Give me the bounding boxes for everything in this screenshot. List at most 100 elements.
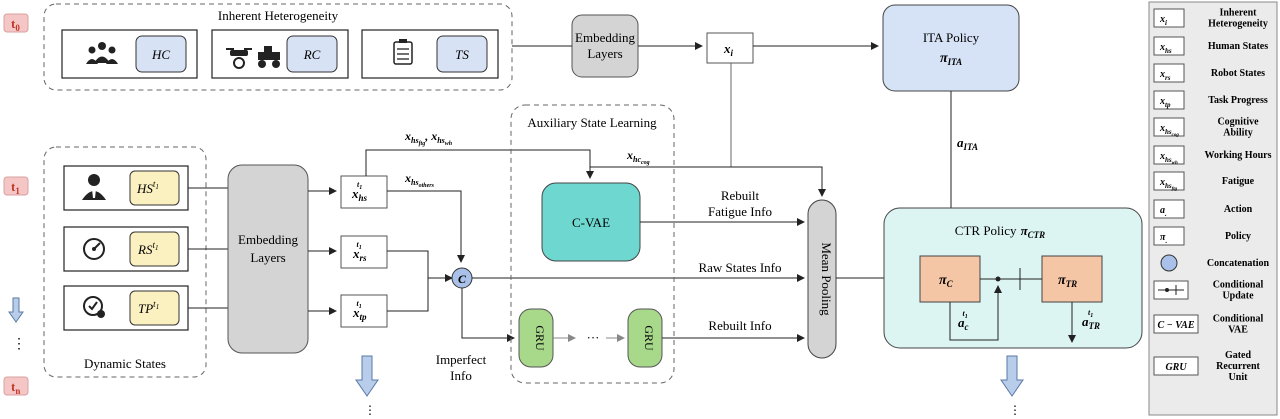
legend-symbol-text: xhscog [1159, 123, 1179, 138]
legend-item: π.Policy [1153, 226, 1251, 246]
rs-box [129, 231, 180, 267]
gru-label-2: GRU [642, 325, 656, 351]
imperfect-l1: Imperfect [436, 352, 487, 367]
rebuilt-fatigue-l1: Rebuilt [721, 188, 760, 203]
a-tr-label: aTRt1 [1082, 308, 1100, 331]
right-down-arrow [1000, 355, 1024, 397]
legend-text: Fatigue [1222, 176, 1255, 187]
legend-symbol-text: xhs [1159, 42, 1172, 55]
xhs-box [340, 175, 388, 209]
raw-states-label: Raw States Info [698, 260, 781, 275]
gauge-icon [83, 238, 105, 260]
legend-text: Policy [1225, 231, 1251, 242]
legend-text: Gated [1225, 350, 1252, 361]
gru-ellipsis: ··· [587, 330, 600, 345]
legend-text: Inherent [1219, 8, 1257, 19]
legend-symbol-text: a. [1160, 205, 1167, 218]
hc-box [135, 35, 187, 73]
ita-policy-box [882, 4, 1020, 92]
checklist-icon [393, 39, 413, 65]
legend-text: Ability [1223, 128, 1252, 139]
legend-symbol-box [1153, 145, 1185, 165]
legend-symbol-box [1153, 36, 1185, 56]
tp-label: TPt1 [138, 299, 159, 316]
time-tag-t1-text: t1 [11, 179, 20, 196]
legend-symbol-text: xrs [1159, 69, 1171, 82]
robot-vehicle-icon [258, 46, 280, 68]
hs-others-label: xhsothers [404, 171, 435, 189]
embedding-top-l2: Layers [587, 46, 622, 61]
legend-symbol-text: xi [1159, 14, 1167, 27]
edge-xhs-concat [387, 190, 465, 263]
rs-label: RSt1 [137, 240, 158, 257]
legend-text: Update [1222, 291, 1254, 302]
inherent-group [43, 3, 513, 91]
ita-action-label: aITA [957, 135, 978, 152]
ftg-wh-label: xhsftg,xhswh [404, 129, 453, 147]
ita-title: ITA Policy [923, 30, 980, 45]
legend-symbol-text: xtp [1159, 96, 1171, 109]
legend-text: Heterogeneity [1208, 19, 1268, 30]
person-icon [82, 174, 106, 200]
time-tag-t1: t1 [3, 176, 29, 196]
legend-symbol-box [1153, 63, 1185, 83]
tp-box [129, 290, 180, 326]
mid-dots: ⋮ [364, 403, 376, 417]
hs-box [129, 170, 180, 206]
legend-symbol-box [1153, 8, 1185, 28]
dynamic-title: Dynamic States [84, 356, 166, 371]
edge-xrs-concat [387, 250, 453, 282]
xtp-label: xtpt1 [352, 299, 367, 322]
legend-item: a.Action [1153, 199, 1253, 219]
xhs-label: xhst1 [351, 180, 368, 203]
ts-label: TS [455, 47, 469, 62]
legend-text: Human States [1208, 41, 1268, 52]
left-down-arrow [8, 297, 24, 323]
a-c-label: act1 [958, 309, 969, 332]
hc-cog-label: xhccog [626, 148, 650, 166]
dynamic-group [43, 146, 207, 378]
ita-pi: πITA [940, 51, 962, 67]
edge-concat-gru [461, 288, 515, 342]
legend-symbol-box [1153, 199, 1185, 219]
right-dots: ⋮ [1009, 403, 1021, 417]
mean-pooling-box [807, 199, 837, 359]
edge-ac-feedback [949, 285, 1002, 341]
cvae-label: C-VAE [572, 215, 610, 230]
legend-text: Recurrent [1216, 361, 1260, 372]
imperfect-l2: Info [450, 368, 472, 383]
pi-tr-label: πTR [1058, 273, 1077, 289]
legend-symbol-box [1153, 171, 1185, 191]
rebuilt-info-label: Rebuilt Info [708, 318, 771, 333]
legend-symbol-box [1153, 356, 1199, 376]
legend-symbol-text: xhswh [1159, 151, 1178, 166]
embedding-mid [227, 164, 309, 354]
rc-box [286, 35, 338, 73]
aux-title: Auxiliary State Learning [527, 115, 657, 130]
hc-label: HC [151, 47, 170, 62]
embedding-top-l1: Embedding [575, 30, 635, 45]
time-tag-tn-text: tn [11, 379, 20, 396]
rebuilt-fatigue-l2: Fatigue Info [708, 204, 772, 219]
legend-text: Cognitive [1217, 117, 1259, 128]
legend-item: xtp Task Progress [1153, 90, 1268, 110]
legend-text: Task Progress [1208, 95, 1268, 106]
edge-xhs-cvae [365, 149, 594, 179]
legend-symbol-box [1153, 90, 1185, 110]
left-dots: ⋮ [12, 337, 26, 352]
pi-tr-box [1041, 255, 1103, 303]
edge-hccog-pool [590, 166, 826, 197]
concat-symbol: C [458, 272, 467, 286]
xrs-label: xrst1 [352, 240, 367, 263]
ctr-policy-box [883, 207, 1143, 349]
